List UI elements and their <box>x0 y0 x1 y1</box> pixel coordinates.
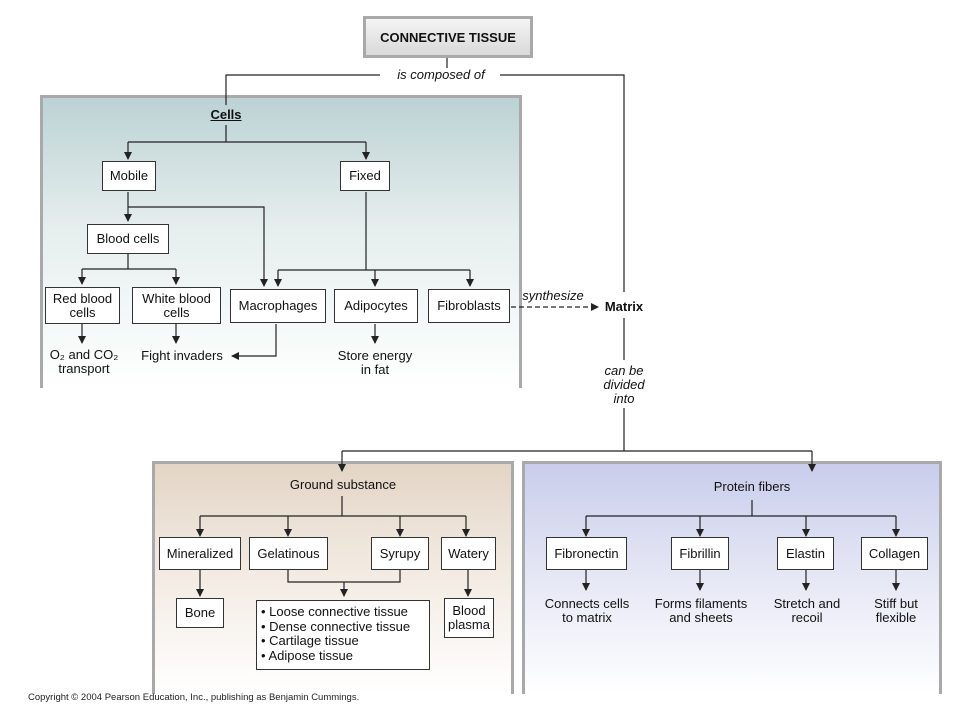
is-composed-of-label: is composed of <box>384 68 498 82</box>
store-energy-label: Store energy in fat <box>337 348 413 377</box>
mineralized-box: Mineralized <box>159 537 241 570</box>
protein-fibers-panel <box>522 461 942 694</box>
watery-box: Watery <box>441 537 496 570</box>
cells-heading: Cells <box>210 107 242 122</box>
fibrillin-box: Fibrillin <box>671 537 729 570</box>
protein-fibers-heading: Protein fibers <box>713 479 791 494</box>
fibroblasts-box: Fibroblasts <box>428 289 510 323</box>
list-item: • Dense connective tissue <box>261 618 411 634</box>
blood-cells-box: Blood cells <box>87 224 169 254</box>
syrupy-box: Syrupy <box>371 537 429 570</box>
elastin-desc: Stretch and recoil <box>773 596 841 625</box>
can-be-divided-label: can be divided into <box>603 363 645 406</box>
fibronectin-desc: Connects cells to matrix <box>544 596 630 625</box>
synthesize-label: synthesize <box>522 288 584 303</box>
fight-invaders-label: Fight invaders <box>141 348 223 363</box>
collagen-desc: Stiff but flexible <box>874 596 918 625</box>
ground-substance-heading: Ground substance <box>289 477 397 492</box>
connective-tissue-title: CONNECTIVE TISSUE <box>363 16 533 58</box>
macrophages-box: Macrophages <box>230 289 326 323</box>
connective-tissue-types-list: • Loose connective tissue • Dense connec… <box>256 600 430 670</box>
o2-co2-transport-label: O₂ and CO₂ transport <box>49 347 119 376</box>
copyright-notice: Copyright © 2004 Pearson Education, Inc.… <box>28 692 360 703</box>
fixed-box: Fixed <box>340 161 390 191</box>
bone-box: Bone <box>176 598 224 628</box>
mobile-box: Mobile <box>102 161 156 191</box>
elastin-box: Elastin <box>777 537 834 570</box>
collagen-box: Collagen <box>861 537 928 570</box>
list-item: • Loose connective tissue <box>261 604 408 619</box>
list-item: • Cartilage tissue <box>261 633 359 648</box>
matrix-label: Matrix <box>604 299 644 314</box>
fibronectin-box: Fibronectin <box>546 537 627 570</box>
gelatinous-box: Gelatinous <box>249 537 328 570</box>
list-item: • Adipose tissue <box>261 647 353 663</box>
adipocytes-box: Adipocytes <box>334 289 418 323</box>
fibrillin-desc: Forms filaments and sheets <box>654 596 748 625</box>
